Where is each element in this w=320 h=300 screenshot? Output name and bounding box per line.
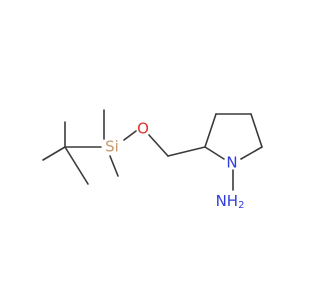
oxygen-atom-label: O [137,120,149,138]
bond-quaternary-to-methyl-bottom [64,146,89,185]
bond-silicon-to-methyl-down [109,155,119,177]
chemical-structure: Si O N NH2 [42,109,263,212]
silicon-atom-label: Si [105,138,119,156]
nitrogen-atom-label: N [226,154,237,172]
bond-ring-c5-to-nitrogen [240,146,263,160]
bond-lines [42,109,263,191]
amine-group-label: NH2 [216,192,245,212]
atom-labels: Si O N NH2 [105,120,244,212]
bond-ring-c2-to-c3 [204,113,217,148]
bond-silicon-to-oxygen [123,130,137,141]
bond-quaternary-to-methyl-left [42,146,66,161]
bond-ring-c2-to-nitrogen [204,146,225,160]
bond-oxygen-to-methylene [148,134,169,157]
bond-ring-c4-to-c5 [250,113,263,148]
bond-methylene-to-ring-carbon [167,146,206,157]
